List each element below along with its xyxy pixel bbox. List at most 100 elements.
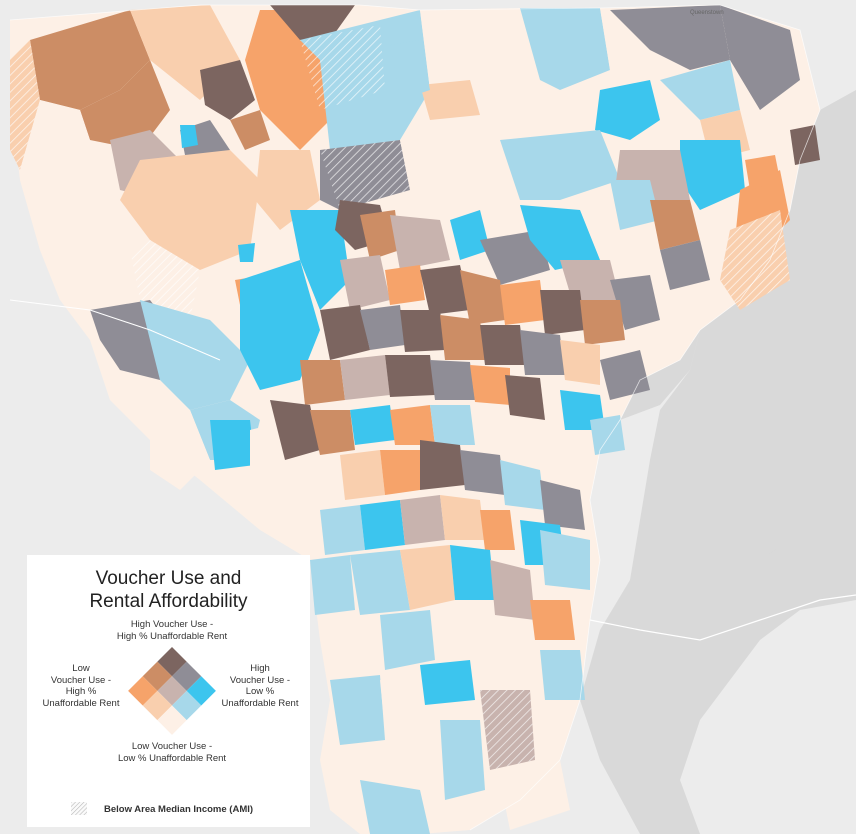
tract[interactable]: [20, 180, 140, 320]
tract[interactable]: [460, 450, 505, 495]
tract[interactable]: [480, 325, 525, 365]
tract[interactable]: [660, 240, 710, 290]
tract[interactable]: [270, 400, 320, 460]
tract[interactable]: [200, 60, 255, 120]
tract[interactable]: [310, 555, 355, 615]
tract[interactable]: [420, 265, 470, 315]
eastern-shore-water: [760, 330, 856, 560]
tract[interactable]: [745, 155, 780, 190]
tract[interactable]: [595, 80, 660, 140]
tract[interactable]: [610, 275, 660, 330]
tract[interactable]: [790, 125, 820, 165]
tract[interactable]: [180, 125, 198, 148]
tract[interactable]: [400, 310, 445, 352]
tract[interactable]: [10, 40, 40, 170]
tract[interactable]: [440, 315, 485, 360]
tract[interactable]: [390, 40, 430, 100]
tract[interactable]: [350, 550, 410, 615]
ami-hatch-swatch: [71, 802, 87, 815]
tract[interactable]: [380, 680, 440, 780]
tract[interactable]: [310, 410, 355, 455]
tract[interactable]: [238, 243, 255, 262]
tract[interactable]: [480, 510, 515, 550]
tract[interactable]: [440, 495, 485, 540]
tract[interactable]: [385, 355, 435, 397]
tract[interactable]: [450, 545, 495, 600]
tract[interactable]: [440, 720, 485, 800]
tract[interactable]: [520, 330, 565, 375]
tract[interactable]: [480, 230, 550, 285]
tract[interactable]: [650, 200, 700, 250]
tract[interactable]: [720, 210, 790, 310]
tract[interactable]: [610, 180, 660, 230]
tract[interactable]: [320, 305, 370, 360]
tract[interactable]: [420, 440, 465, 490]
highway: [9, 299, 221, 361]
tract[interactable]: [240, 260, 320, 390]
tract[interactable]: [460, 270, 505, 325]
tract[interactable]: [320, 140, 410, 210]
tract[interactable]: [400, 495, 445, 545]
tract[interactable]: [500, 760, 570, 830]
tract[interactable]: [380, 610, 435, 670]
tract[interactable]: [300, 360, 345, 405]
tract[interactable]: [610, 5, 730, 70]
tract[interactable]: [400, 140, 520, 220]
tract[interactable]: [360, 305, 405, 350]
tract[interactable]: [420, 80, 480, 120]
legend-title-line1: Voucher Use and: [95, 568, 242, 589]
tract[interactable]: [680, 140, 745, 210]
tract[interactable]: [430, 405, 475, 445]
tract[interactable]: [290, 210, 350, 310]
tract[interactable]: [150, 410, 210, 490]
tract[interactable]: [400, 545, 455, 610]
tract[interactable]: [350, 405, 395, 445]
tract[interactable]: [360, 780, 430, 834]
tract[interactable]: [330, 615, 385, 670]
tract[interactable]: [390, 215, 450, 270]
tract[interactable]: [480, 690, 535, 770]
tract[interactable]: [340, 355, 390, 400]
tract[interactable]: [300, 25, 385, 110]
tract[interactable]: [500, 280, 545, 325]
tract[interactable]: [500, 460, 545, 510]
tract[interactable]: [230, 110, 270, 150]
tract[interactable]: [340, 255, 390, 310]
tract[interactable]: [30, 10, 150, 110]
tract[interactable]: [660, 60, 740, 120]
tract[interactable]: [520, 205, 600, 270]
tract[interactable]: [360, 500, 405, 550]
legend-right-label: High Voucher Use - Low % Unaffordable Re…: [221, 663, 299, 709]
tract[interactable]: [320, 505, 365, 555]
tract[interactable]: [540, 650, 585, 700]
tract[interactable]: [520, 8, 610, 90]
tract[interactable]: [540, 290, 585, 335]
tract[interactable]: [340, 450, 385, 500]
tract[interactable]: [270, 5, 355, 40]
tract[interactable]: [360, 210, 400, 260]
tract[interactable]: [490, 560, 535, 620]
tract[interactable]: [600, 350, 650, 400]
tract[interactable]: [330, 675, 385, 745]
tract[interactable]: [540, 480, 585, 530]
tract[interactable]: [540, 530, 590, 590]
tract[interactable]: [420, 660, 475, 705]
tract[interactable]: [380, 450, 420, 495]
tract[interactable]: [530, 600, 575, 640]
tract[interactable]: [580, 300, 625, 345]
tract[interactable]: [470, 365, 510, 405]
tract[interactable]: [720, 5, 800, 110]
tract[interactable]: [140, 300, 250, 410]
tract[interactable]: [430, 360, 475, 400]
tract[interactable]: [385, 265, 425, 305]
tract[interactable]: [80, 60, 170, 150]
tract[interactable]: [300, 455, 345, 505]
tract[interactable]: [120, 150, 260, 270]
tract[interactable]: [500, 130, 620, 200]
tract[interactable]: [210, 420, 255, 470]
tract[interactable]: [390, 405, 435, 445]
tract[interactable]: [505, 375, 545, 420]
tract[interactable]: [450, 210, 490, 260]
tract[interactable]: [560, 340, 600, 385]
